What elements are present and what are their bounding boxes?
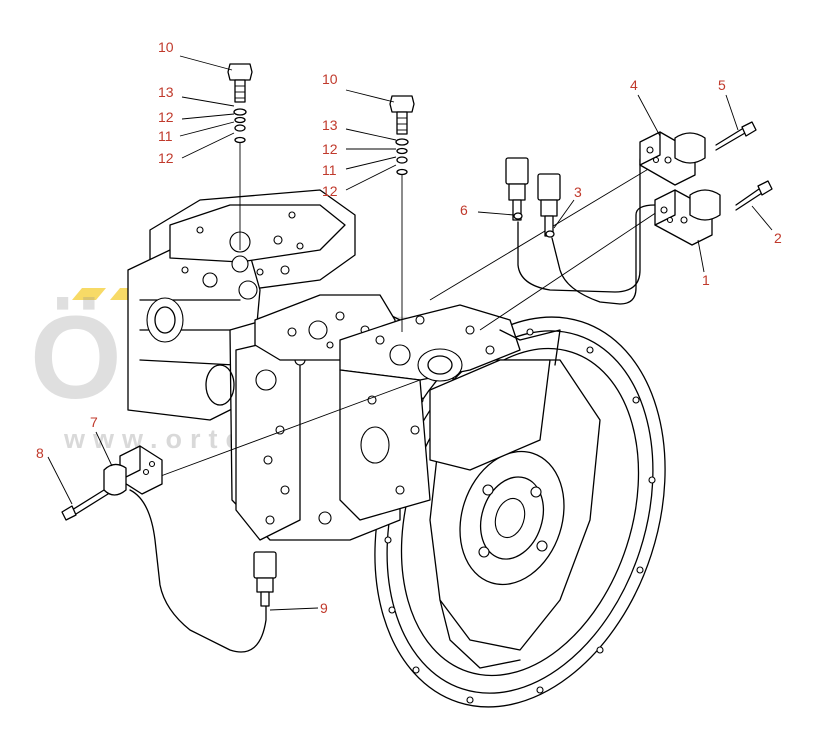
callout-labels: 10 13 12 11 12 10 13 12 11 12 4 5 6 3 2 … bbox=[36, 39, 782, 616]
callout-13-center: 13 bbox=[322, 117, 338, 133]
callout-11-left: 11 bbox=[158, 128, 173, 144]
callout-6: 6 bbox=[460, 202, 468, 218]
callout-13-left: 13 bbox=[158, 84, 174, 100]
callout-9: 9 bbox=[320, 600, 328, 616]
callout-3: 3 bbox=[574, 184, 582, 200]
connector-9 bbox=[253, 551, 277, 607]
connector-6 bbox=[505, 157, 529, 221]
bolt-5 bbox=[715, 121, 757, 151]
callout-1: 1 bbox=[702, 272, 710, 288]
callout-11-center: 11 bbox=[322, 162, 337, 178]
callout-10-center: 10 bbox=[322, 71, 338, 87]
callout-10-left: 10 bbox=[158, 39, 174, 55]
solenoid-valve-7 bbox=[103, 445, 163, 496]
bolt-stack-center bbox=[389, 95, 415, 176]
callout-4: 4 bbox=[630, 77, 638, 93]
callout-12-center-b: 12 bbox=[322, 183, 338, 199]
solenoid-valve-1 bbox=[654, 189, 721, 246]
callout-12-left-b: 12 bbox=[158, 150, 174, 166]
callout-12-center-a: 12 bbox=[322, 141, 338, 157]
pump-body bbox=[127, 189, 561, 541]
callout-7: 7 bbox=[90, 414, 98, 430]
watermark-logo-accent bbox=[72, 288, 106, 300]
wiring bbox=[129, 140, 681, 653]
callout-5: 5 bbox=[718, 77, 726, 93]
callout-2: 2 bbox=[774, 230, 782, 246]
solenoid-valve-4 bbox=[639, 131, 706, 186]
bolt-8 bbox=[61, 489, 109, 521]
callout-12-left-a: 12 bbox=[158, 109, 174, 125]
callout-leaders bbox=[47, 55, 773, 611]
callout-8: 8 bbox=[36, 445, 44, 461]
connector-3 bbox=[537, 173, 561, 238]
bolt-2 bbox=[735, 180, 773, 211]
bolt-stack-left bbox=[227, 63, 253, 144]
